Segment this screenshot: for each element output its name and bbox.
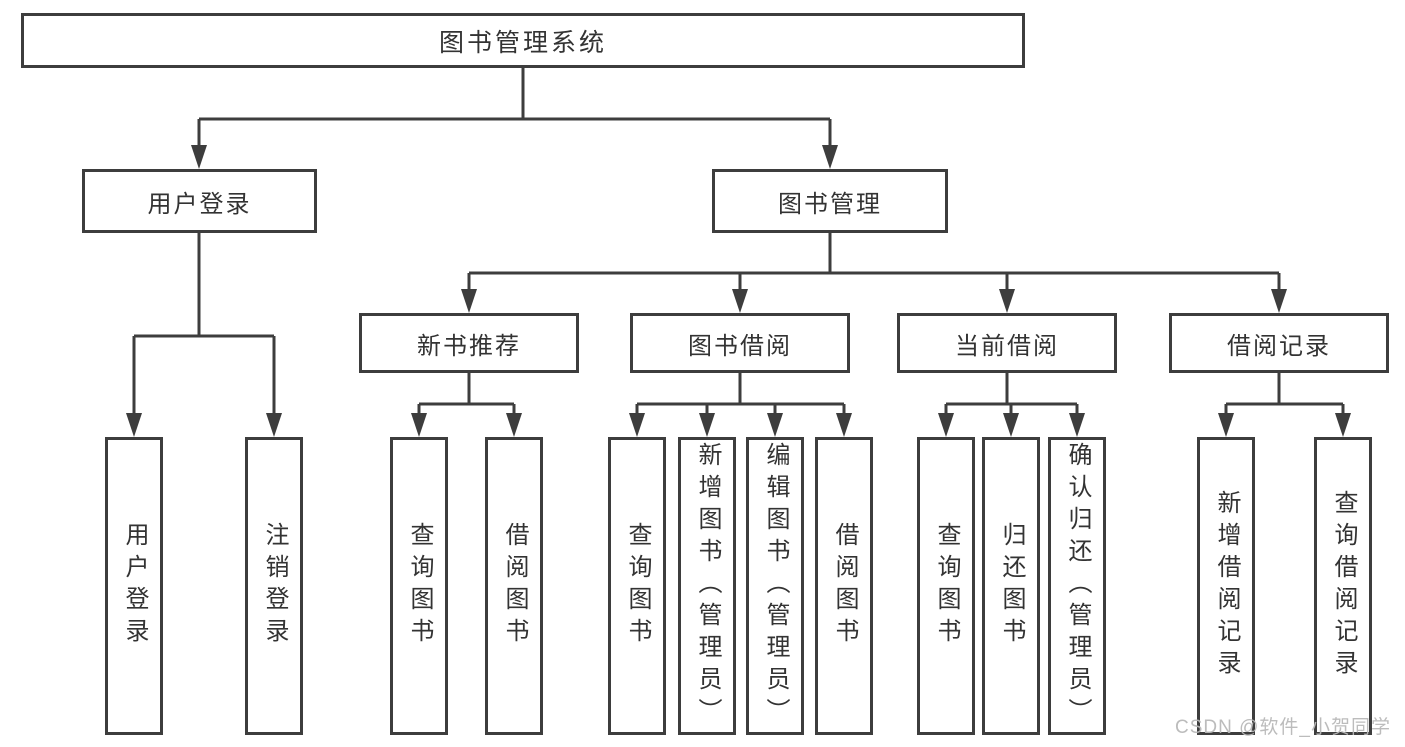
leaf-borrow-books-recommend: 借阅图书 [485, 437, 543, 735]
leaf-logout: 注销登录 [245, 437, 303, 735]
leaf-confirm-return-admin-label: 确认归还（管理员） [1064, 442, 1091, 730]
node-book-management-label: 图书管理 [778, 190, 882, 218]
leaf-logout-label: 注销登录 [261, 522, 288, 650]
node-book-borrowing-label: 图书借阅 [688, 332, 792, 360]
leaf-user-login-label: 用户登录 [121, 522, 148, 650]
leaf-query-books-current-label: 查询图书 [933, 522, 960, 650]
node-user-login-label: 用户登录 [147, 190, 252, 218]
node-current-borrowing: 当前借阅 [897, 313, 1117, 373]
leaf-user-login: 用户登录 [105, 437, 163, 735]
leaf-query-books-borrowing-label: 查询图书 [624, 522, 651, 650]
leaf-borrow-books-borrowing-label: 借阅图书 [831, 522, 858, 650]
leaf-borrow-books-recommend-label: 借阅图书 [501, 522, 528, 650]
leaf-query-borrow-record-label: 查询借阅记录 [1330, 490, 1357, 682]
leaf-query-books-borrowing: 查询图书 [608, 437, 666, 735]
csdn-watermark: CSDN @软件_小贺同学 [1175, 717, 1391, 738]
leaf-return-book: 归还图书 [982, 437, 1040, 735]
leaf-edit-book-admin: 编辑图书（管理员） [746, 437, 804, 735]
node-library-system: 图书管理系统 [21, 13, 1025, 68]
leaf-add-borrow-record: 新增借阅记录 [1197, 437, 1255, 735]
leaf-query-books-current: 查询图书 [917, 437, 975, 735]
node-new-book-recommendation-label: 新书推荐 [417, 332, 521, 360]
node-book-management: 图书管理 [712, 169, 948, 233]
leaf-return-book-label: 归还图书 [998, 522, 1025, 650]
node-new-book-recommendation: 新书推荐 [359, 313, 579, 373]
node-borrowing-records: 借阅记录 [1169, 313, 1389, 373]
leaf-add-borrow-record-label: 新增借阅记录 [1213, 490, 1240, 682]
leaf-query-books-recommend: 查询图书 [390, 437, 448, 735]
leaf-edit-book-admin-label: 编辑图书（管理员） [762, 442, 789, 730]
leaf-confirm-return-admin: 确认归还（管理员） [1048, 437, 1106, 735]
node-user-login: 用户登录 [82, 169, 317, 233]
arrowheads [126, 145, 1351, 437]
node-book-borrowing: 图书借阅 [630, 313, 850, 373]
leaf-query-books-recommend-label: 查询图书 [406, 522, 433, 650]
node-library-system-label: 图书管理系统 [438, 28, 607, 57]
node-current-borrowing-label: 当前借阅 [955, 332, 1059, 360]
leaf-borrow-books-borrowing: 借阅图书 [815, 437, 873, 735]
leaf-query-borrow-record: 查询借阅记录 [1314, 437, 1372, 735]
node-borrowing-records-label: 借阅记录 [1227, 332, 1331, 360]
leaf-add-book-admin-label: 新增图书（管理员） [694, 442, 721, 730]
leaf-add-book-admin: 新增图书（管理员） [678, 437, 736, 735]
